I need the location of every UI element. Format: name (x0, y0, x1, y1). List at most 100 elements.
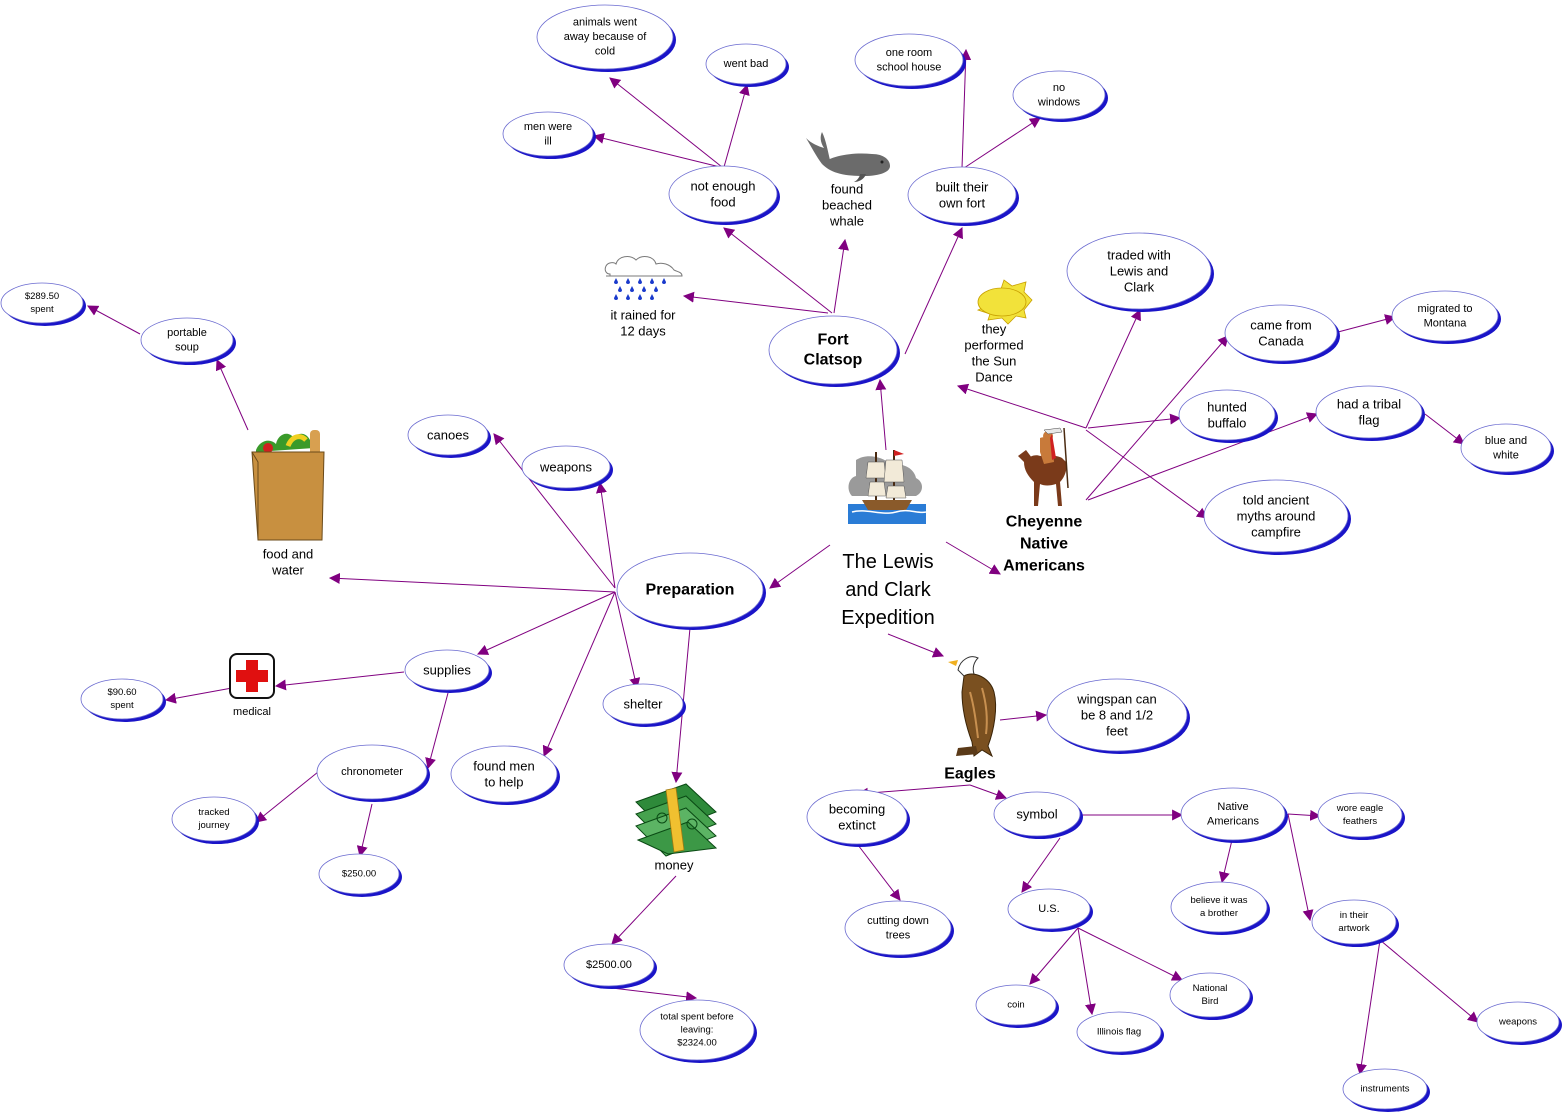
node-money-amount-text: $2500.00 (586, 959, 632, 971)
whale-icon (806, 132, 890, 182)
link-flag-bluewhite (1424, 413, 1465, 445)
node-wingspan-bubble (1046, 678, 1188, 752)
node-total-spent-bubble (639, 999, 755, 1061)
node-chronometer-bubble (316, 744, 428, 800)
node-believe-it-was-a-brother-text: believe it was (1190, 895, 1247, 906)
node-one-room-school-house-text: school house (877, 61, 942, 73)
node-tracked-journey-text: journey (197, 820, 229, 831)
eagle-icon (948, 656, 997, 758)
label-found-beached-whale-text: beached (822, 198, 872, 213)
node-no-windows-bubble (1012, 70, 1106, 120)
link-cheyenne-canada (1085, 335, 1229, 501)
node-coin-bubble (975, 984, 1057, 1026)
link-center-fort (875, 378, 887, 451)
node-blue-and-white-text: white (1492, 449, 1519, 461)
link-prep-canoes (493, 433, 616, 589)
node-went-bad: went bad (705, 43, 789, 87)
node-came-from-canada-text: Canada (1258, 334, 1304, 349)
node-chronometer-cost-text: $250.00 (342, 869, 376, 880)
node-traded-with-lewis-and-clark-text: Clark (1124, 280, 1155, 295)
link-food-ill (592, 133, 721, 168)
node-illinois-flag-bubble (1076, 1011, 1162, 1053)
link-canada-montana (1337, 314, 1397, 333)
link-supplies-medical (274, 671, 405, 691)
label-medical: medical (233, 706, 271, 718)
link-fort-built (904, 226, 963, 355)
node-becoming-extinct-text: becoming (829, 802, 885, 817)
link-center-preparation (769, 544, 831, 589)
node-cutting-down-trees: cutting down trees (844, 900, 954, 958)
node-shelter-bubble (602, 683, 684, 725)
node-shelter-text: shelter (623, 697, 663, 712)
node-preparation-bubble (616, 552, 764, 628)
link-cheyenne-flag (1087, 412, 1319, 501)
link-prep-found (542, 591, 616, 758)
node-soup-spent-bubble (0, 282, 84, 324)
node-had-a-tribal-flag-bubble (1315, 385, 1423, 439)
node-eagle-weapons-text: weapons (1498, 1017, 1537, 1028)
link-cheyenne-myths (1085, 429, 1208, 519)
link-eagle-symbol (969, 784, 1008, 800)
node-coin-text: coin (1007, 1000, 1024, 1011)
node-illinois-flag-text: Illinois flag (1097, 1027, 1141, 1038)
label-it-rained-text: 12 days (620, 324, 666, 339)
node-eagle-native-americans-text: Native (1217, 801, 1248, 813)
node-us: U.S. (1007, 888, 1093, 932)
node-blue-and-white: blue and white (1460, 423, 1554, 475)
link-built-school (960, 48, 972, 169)
node-traded-with-lewis-and-clark-bubble (1066, 232, 1212, 310)
node-migrated-to-montana-text: Montana (1424, 317, 1468, 329)
link-chronometer-cost (356, 803, 373, 858)
native-rider-icon (1018, 427, 1069, 506)
node-not-enough-food-text: not enough (690, 179, 755, 194)
node-portable-soup-text: soup (175, 341, 199, 353)
link-prep-supplies (476, 591, 616, 655)
node-total-spent-text: $2324.00 (677, 1038, 717, 1049)
node-cutting-down-trees-text: trees (886, 929, 911, 941)
node-had-a-tribal-flag-text: had a tribal (1337, 397, 1401, 412)
node-canoes-text: canoes (427, 428, 469, 443)
node-in-their-artwork-text: in their (1340, 910, 1369, 921)
link-artwork-instruments (1356, 939, 1381, 1076)
label-cheyenne-native-americans-text: Native (1020, 536, 1068, 553)
label-sun-dance-text: the Sun (972, 354, 1017, 369)
label-eagles: Eagles (944, 766, 996, 783)
node-soup-spent-text: $289.50 (25, 291, 59, 302)
node-supplies: supplies (404, 649, 492, 693)
node-cutting-down-trees-text: cutting down (867, 915, 929, 927)
node-men-were-ill-text: ill (544, 135, 551, 147)
node-told-ancient-myths-bubble (1203, 479, 1349, 553)
node-supplies-bubble (404, 649, 490, 691)
node-no-windows-text: windows (1037, 96, 1081, 108)
node-blue-and-white-text: blue and (1485, 435, 1527, 447)
node-wingspan-text: wingspan can (1076, 692, 1157, 707)
label-sun-dance-text: Dance (975, 370, 1013, 385)
node-told-ancient-myths-text: myths around (1237, 509, 1316, 524)
node-built-their-own-fort-text: built their (936, 180, 989, 195)
node-not-enough-food-text: food (710, 195, 735, 210)
link-prep-weapons (595, 481, 616, 589)
label-food-and-water-text: food and (263, 547, 314, 562)
node-fort-clatsop-text: Fort (817, 332, 849, 349)
node-preparation: Preparation (616, 552, 766, 630)
node-came-from-canada-bubble (1224, 304, 1338, 362)
node-total-spent-text: leaving: (681, 1025, 714, 1036)
node-becoming-extinct-text: extinct (838, 818, 876, 833)
node-chronometer-text: chronometer (341, 766, 403, 778)
node-no-windows-text: no (1053, 82, 1065, 94)
link-cheyenne-traded (1085, 308, 1141, 429)
